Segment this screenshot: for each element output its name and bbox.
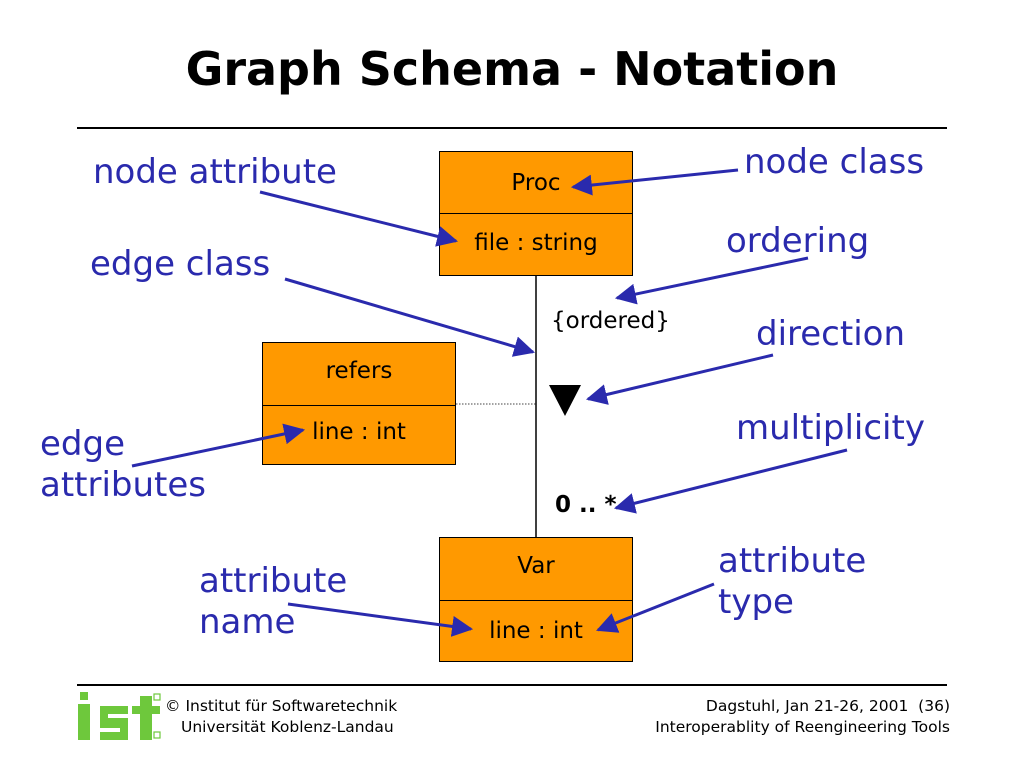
footer-institute-line: © Institut für Softwaretechnik — [165, 696, 397, 717]
label-node-attribute: node attribute — [93, 152, 337, 192]
node-attribute-arrow — [259, 190, 459, 247]
footer-page-number: (36) — [918, 697, 950, 715]
var-node-attribute: line : int — [489, 618, 583, 644]
var-node-name: Var — [517, 553, 555, 579]
down-triangle-icon — [549, 385, 581, 416]
label-ordering: ordering — [726, 221, 870, 261]
slide-title: Graph Schema - Notation — [185, 42, 839, 96]
var-node-box: Var line : int — [439, 537, 633, 662]
proc-node-box: Proc file : string — [439, 151, 633, 276]
ist-logo — [78, 692, 161, 740]
label-attribute-type-line1: attribute — [718, 541, 867, 581]
label-attribute-name: attribute name — [199, 561, 347, 643]
footer-left: © Institut für Softwaretechnik Universit… — [165, 696, 397, 738]
proc-node-divider — [440, 213, 632, 214]
label-attribute-type: attribute type — [718, 541, 866, 623]
label-attribute-name-line2: name — [199, 601, 296, 642]
label-edge-attributes: edge attributes — [40, 424, 206, 506]
proc-node-attribute: file : string — [474, 230, 598, 256]
proc-node-name: Proc — [511, 170, 561, 196]
bottom-rule — [77, 684, 947, 686]
refers-edge-divider — [263, 405, 455, 406]
label-attribute-type-line2: type — [718, 581, 794, 622]
ordering-constraint: {ordered} — [551, 308, 670, 334]
direction-arrow — [585, 353, 774, 405]
var-node-divider — [440, 600, 632, 601]
edge-attributes-arrow — [131, 423, 306, 468]
refers-edge-box: refers line : int — [262, 342, 456, 465]
multiplicity-value: 0 .. * — [555, 492, 617, 518]
label-edge-attributes-line2: attributes — [40, 464, 207, 505]
refers-edge-name: refers — [325, 358, 393, 384]
attribute-name-arrow — [287, 602, 474, 637]
label-node-class: node class — [744, 142, 925, 182]
refers-edge-attribute: line : int — [312, 419, 406, 445]
multiplicity-arrow — [613, 448, 848, 514]
label-edge-class: edge class — [90, 244, 271, 284]
footer-institute: Institut für Softwaretechnik — [185, 697, 398, 715]
node-class-arrow — [570, 168, 739, 196]
label-multiplicity: multiplicity — [736, 408, 925, 448]
top-rule — [77, 127, 947, 129]
footer-right: Dagstuhl, Jan 21-26, 2001 (36) Interoper… — [655, 696, 950, 738]
ordering-arrow — [614, 256, 809, 305]
label-direction: direction — [756, 314, 905, 354]
label-edge-attributes-line1: edge — [40, 424, 125, 464]
footer-subtitle: Interoperablity of Reengineering Tools — [655, 718, 950, 736]
attribute-type-arrow — [596, 582, 715, 633]
edge-class-arrow — [284, 277, 536, 357]
footer-event-line: Dagstuhl, Jan 21-26, 2001 (36) — [655, 696, 950, 717]
footer-university: Universität Koblenz-Landau — [181, 718, 394, 736]
label-attribute-name-line1: attribute — [199, 561, 348, 601]
copyright-symbol: © — [165, 697, 181, 715]
footer-event: Dagstuhl, Jan 21-26, 2001 — [705, 697, 909, 715]
